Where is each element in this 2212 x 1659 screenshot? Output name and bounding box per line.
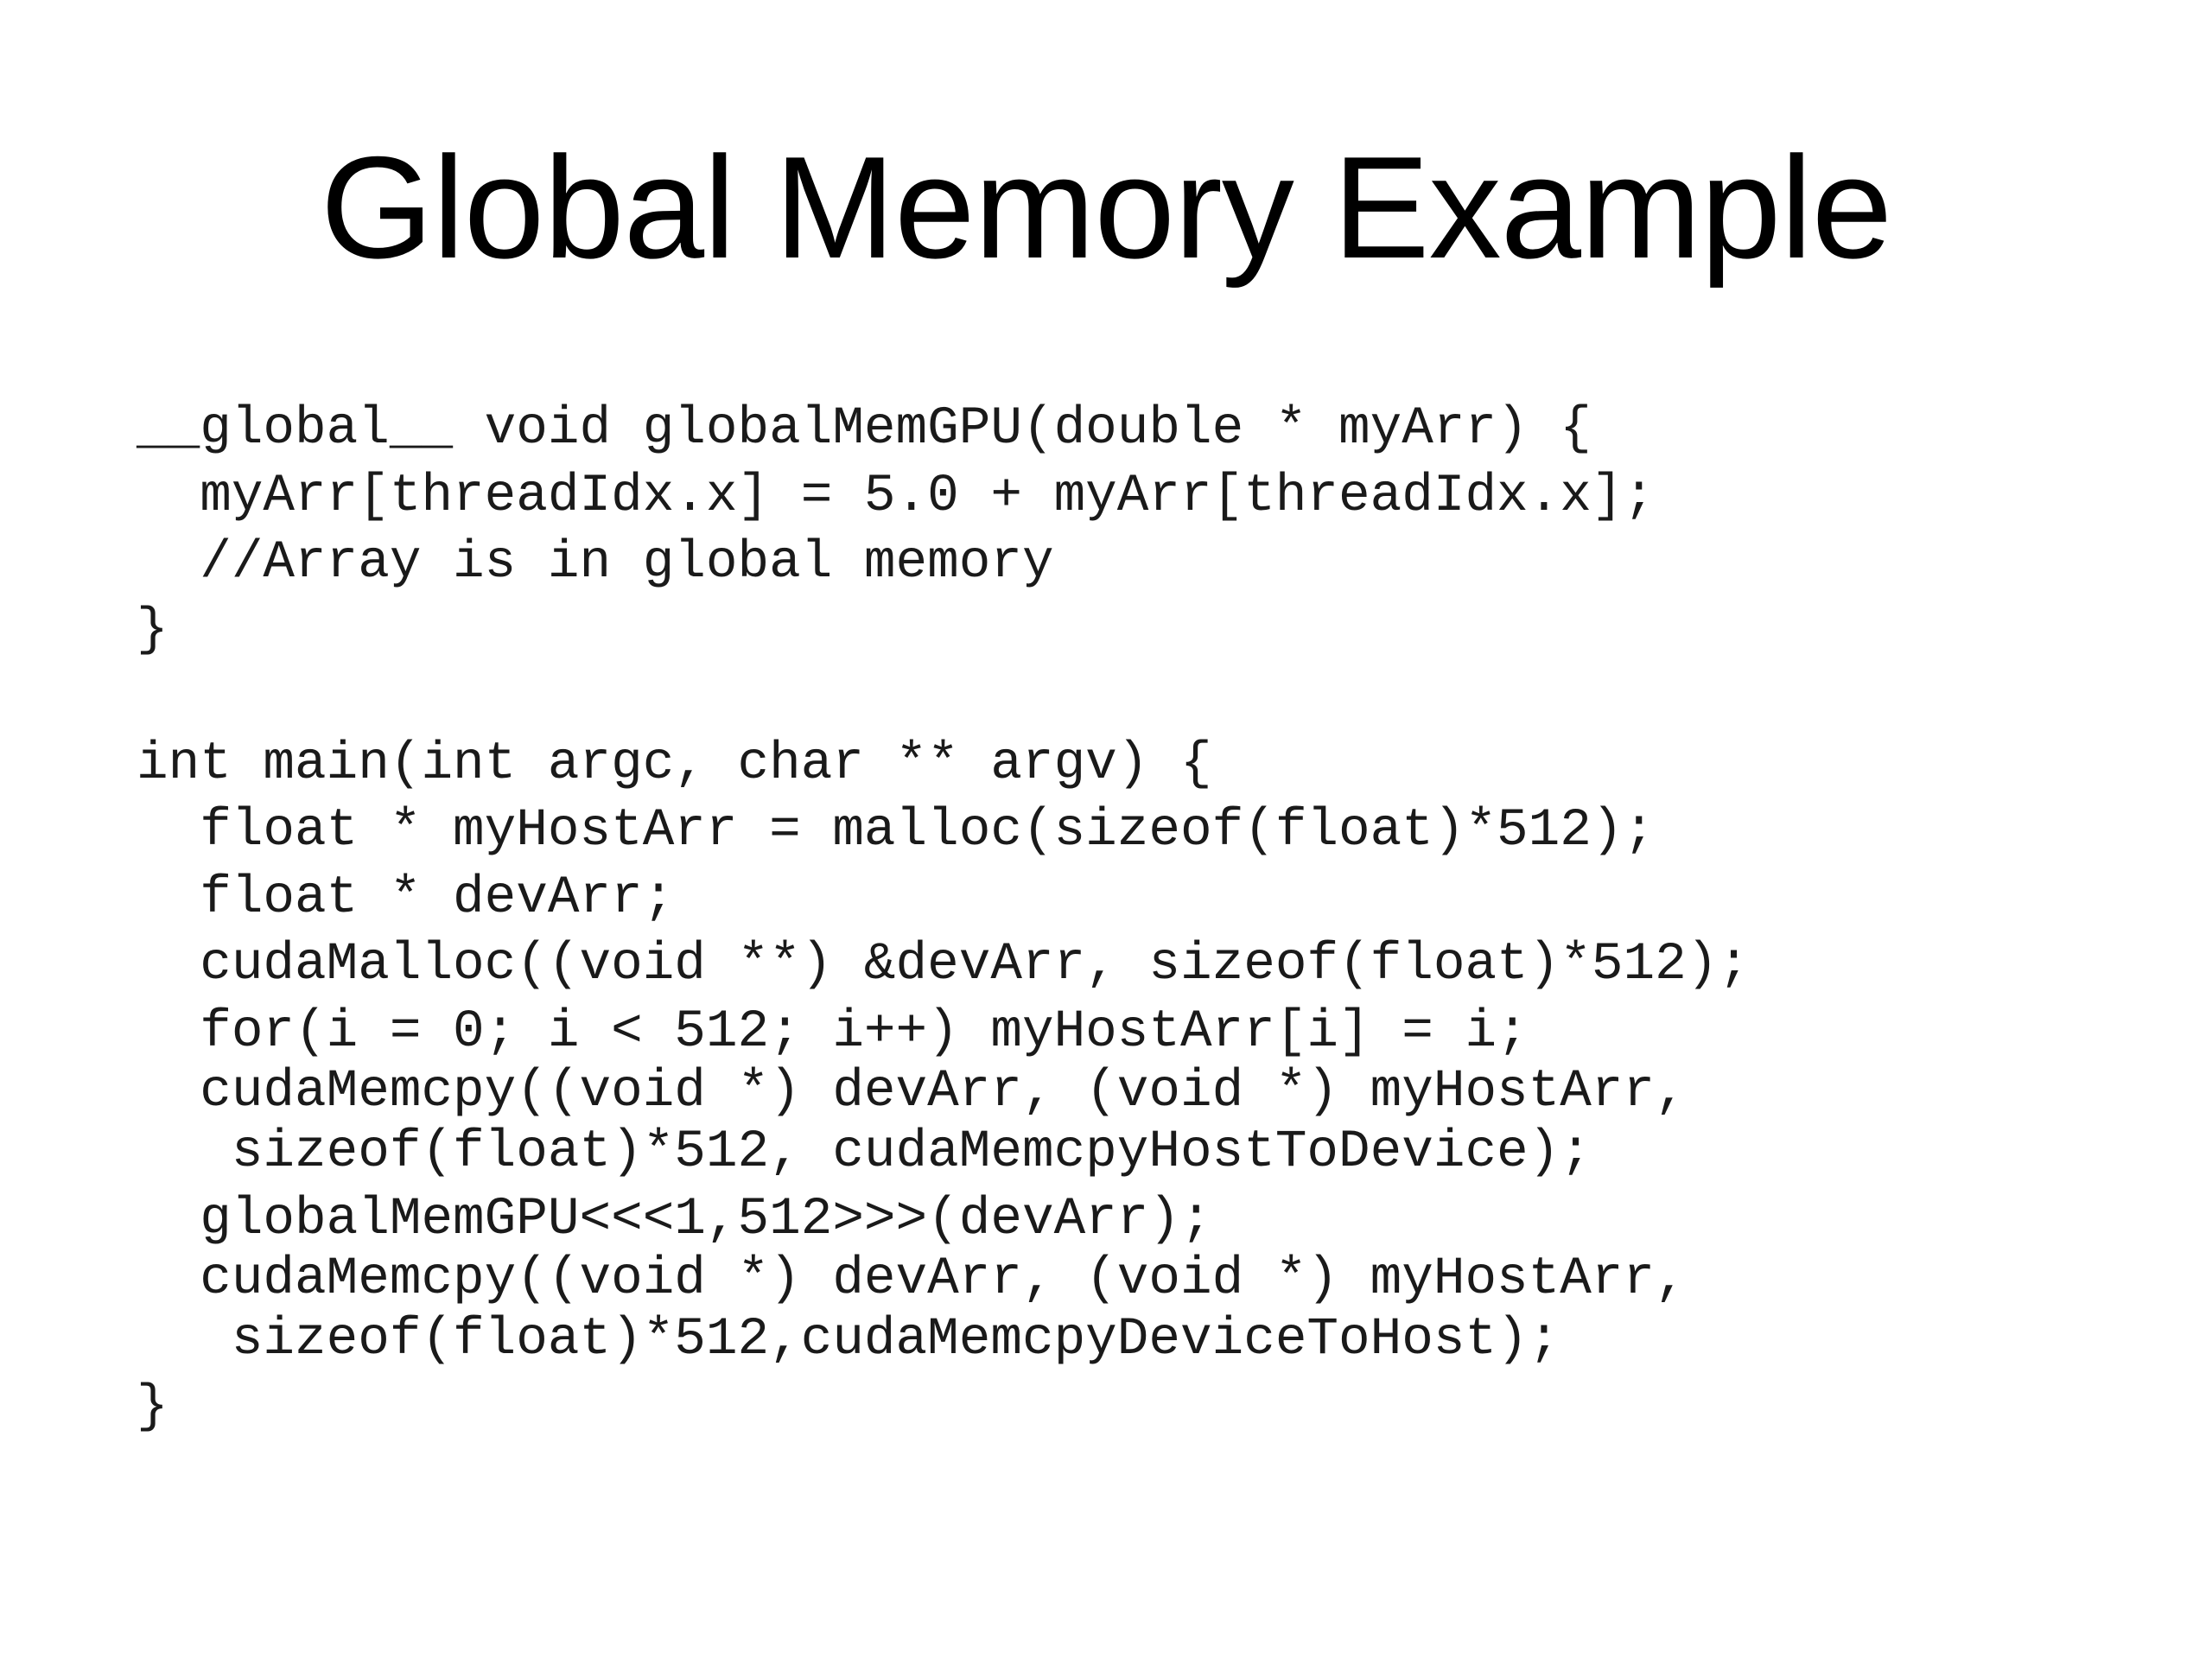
code-line-memcpy-d2h: cudaMemcpy((void *) devArr, (void *) myH… <box>137 1249 1687 1309</box>
code-line-cuda-malloc: cudaMalloc((void **) &devArr, sizeof(flo… <box>137 935 1750 995</box>
code-line-kernel-signature: __global__ void globalMemGPU(double * my… <box>137 399 1592 459</box>
code-line-kernel-launch: globalMemGPU<<<1,512>>>(devArr); <box>137 1189 1212 1249</box>
code-line-memcpy-h2d: cudaMemcpy((void *) devArr, (void *) myH… <box>137 1062 1687 1122</box>
code-line-main-signature: int main(int argc, char ** argv) { <box>137 734 1212 794</box>
code-line-blank <box>137 664 2124 731</box>
code-line-host-alloc: float * myHostArr = malloc(sizeof(float)… <box>137 801 1656 861</box>
code-line-memcpy-h2d-cont: sizeof(float)*512, cudaMemcpyHostToDevic… <box>137 1122 1592 1182</box>
slide-title: Global Memory Example <box>320 126 1892 289</box>
code-line-memcpy-d2h-cont: sizeof(float)*512,cudaMemcpyDeviceToHost… <box>137 1310 1560 1370</box>
code-line-kernel-body: myArr[threadIdx.x] = 5.0 + myArr[threadI… <box>137 466 1656 526</box>
code-line-comment: //Array is in global memory <box>137 533 1054 593</box>
code-line-dev-decl: float * devArr; <box>137 868 675 928</box>
code-line-main-close: } <box>137 1376 168 1437</box>
code-line-for-loop: for(i = 0; i < 512; i++) myHostArr[i] = … <box>137 1001 1529 1062</box>
code-block: __global__ void globalMemGPU(double * my… <box>137 396 2124 1440</box>
code-line-kernel-close: } <box>137 600 168 660</box>
